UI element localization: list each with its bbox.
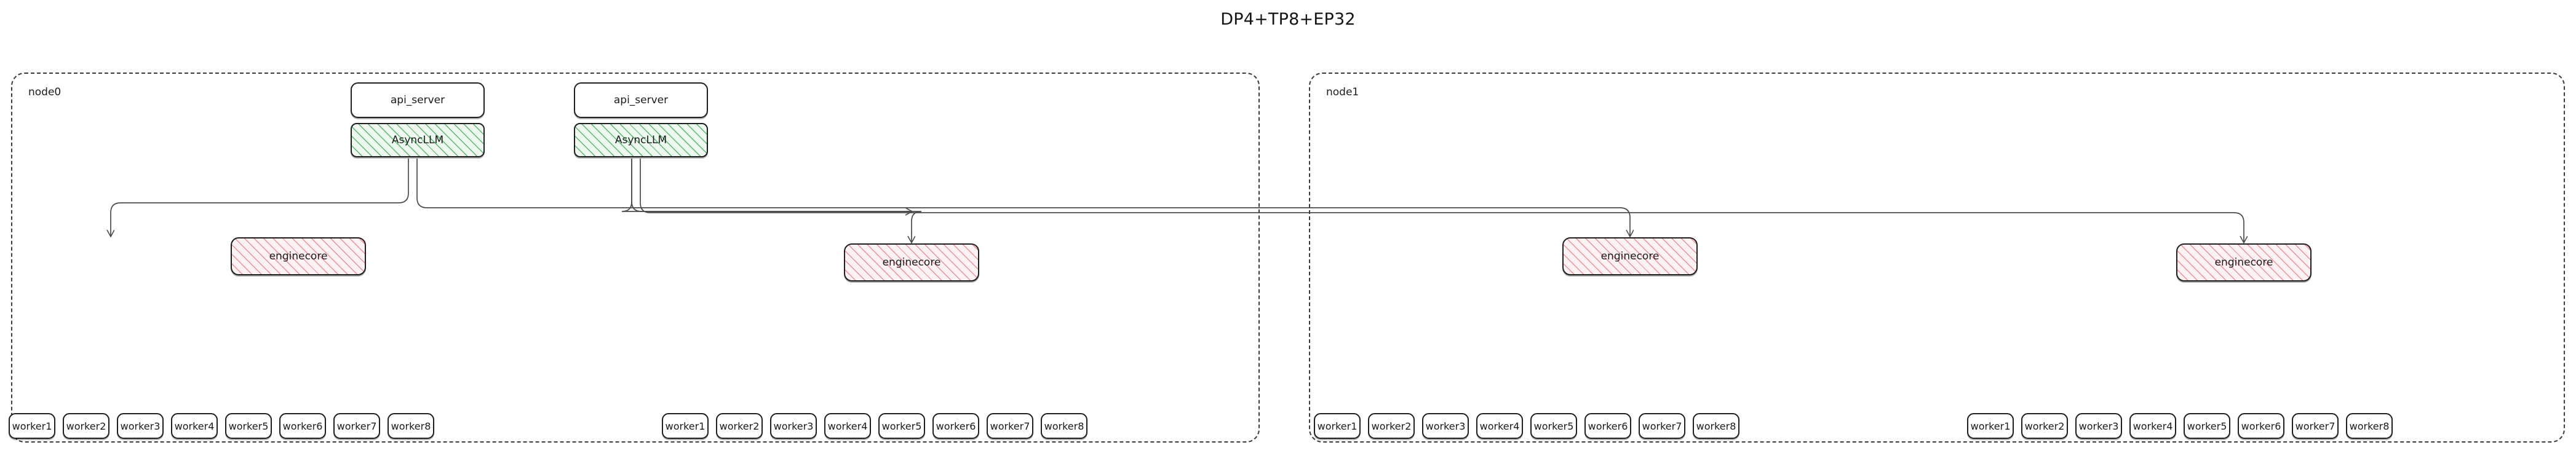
worker-0-1-label: worker2 <box>66 420 106 432</box>
worker-0-7-label: worker8 <box>391 420 431 432</box>
worker-2-7[interactable]: worker8 <box>1693 413 1739 439</box>
worker-1-6-label: worker7 <box>990 420 1030 432</box>
worker-2-4-label: worker5 <box>1533 420 1574 432</box>
worker-0-4[interactable]: worker5 <box>225 413 272 439</box>
enginecore-0-label: enginecore <box>269 250 328 262</box>
worker-2-4[interactable]: worker5 <box>1530 413 1577 439</box>
worker-3-5[interactable]: worker6 <box>2238 413 2284 439</box>
worker-2-6[interactable]: worker7 <box>1639 413 1685 439</box>
enginecore-3[interactable]: enginecore <box>2176 243 2312 282</box>
worker-2-5[interactable]: worker6 <box>1584 413 1631 439</box>
worker-0-5-label: worker6 <box>282 420 323 432</box>
worker-2-6-label: worker7 <box>1642 420 1682 432</box>
worker-0-3[interactable]: worker4 <box>171 413 218 439</box>
api-server-0-label: api_server <box>390 94 445 106</box>
async-llm-0[interactable]: AsyncLLM <box>351 123 485 157</box>
worker-0-6-label: worker7 <box>336 420 377 432</box>
worker-3-5-label: worker6 <box>2241 420 2281 432</box>
worker-2-1-label: worker2 <box>1371 420 1412 432</box>
enginecore-2[interactable]: enginecore <box>1562 237 1698 275</box>
worker-1-5[interactable]: worker6 <box>932 413 979 439</box>
diagram-title: DP4+TP8+EP32 <box>1220 10 1356 29</box>
cluster-node1 <box>1309 73 2565 443</box>
worker-0-2-label: worker3 <box>120 420 161 432</box>
worker-0-0-label: worker1 <box>12 420 52 432</box>
worker-1-7-label: worker8 <box>1044 420 1084 432</box>
worker-0-3-label: worker4 <box>174 420 215 432</box>
worker-1-5-label: worker6 <box>936 420 976 432</box>
worker-2-0-label: worker1 <box>1317 420 1358 432</box>
worker-3-0-label: worker1 <box>1970 420 2011 432</box>
worker-3-7-label: worker8 <box>2349 420 2390 432</box>
worker-0-6[interactable]: worker7 <box>333 413 380 439</box>
worker-0-5[interactable]: worker6 <box>279 413 326 439</box>
async-llm-1-label: AsyncLLM <box>614 134 667 146</box>
worker-1-2-label: worker3 <box>773 420 814 432</box>
cluster-label-node1: node1 <box>1326 86 1359 98</box>
worker-2-5-label: worker6 <box>1588 420 1628 432</box>
api-server-1-label: api_server <box>613 94 669 106</box>
worker-0-1[interactable]: worker2 <box>63 413 109 439</box>
worker-2-1[interactable]: worker2 <box>1368 413 1415 439</box>
worker-1-1[interactable]: worker2 <box>716 413 763 439</box>
worker-3-6-label: worker7 <box>2295 420 2335 432</box>
cluster-label-node0: node0 <box>28 86 62 98</box>
worker-3-2[interactable]: worker3 <box>2075 413 2122 439</box>
async-llm-1[interactable]: AsyncLLM <box>574 123 708 157</box>
worker-1-3-label: worker4 <box>827 420 868 432</box>
api-server-0[interactable]: api_server <box>351 82 485 118</box>
enginecore-2-label: enginecore <box>1600 250 1660 262</box>
worker-3-1[interactable]: worker2 <box>2021 413 2068 439</box>
async-llm-0-label: AsyncLLM <box>391 134 444 146</box>
worker-3-0[interactable]: worker1 <box>1967 413 2014 439</box>
worker-3-4-label: worker5 <box>2187 420 2227 432</box>
enginecore-1-label: enginecore <box>882 256 941 269</box>
worker-2-3-label: worker4 <box>1479 420 1520 432</box>
worker-3-3-label: worker4 <box>2133 420 2173 432</box>
worker-1-3[interactable]: worker4 <box>824 413 871 439</box>
worker-1-4-label: worker5 <box>881 420 922 432</box>
worker-0-0[interactable]: worker1 <box>9 413 55 439</box>
worker-3-1-label: worker2 <box>2024 420 2065 432</box>
api-server-1[interactable]: api_server <box>574 82 708 118</box>
enginecore-3-label: enginecore <box>2214 256 2273 269</box>
worker-1-4[interactable]: worker5 <box>878 413 925 439</box>
worker-2-3[interactable]: worker4 <box>1476 413 1523 439</box>
worker-1-6[interactable]: worker7 <box>987 413 1033 439</box>
worker-1-0[interactable]: worker1 <box>662 413 709 439</box>
worker-3-4[interactable]: worker5 <box>2184 413 2230 439</box>
cluster-node0 <box>11 73 1260 443</box>
worker-3-7[interactable]: worker8 <box>2346 413 2393 439</box>
worker-0-4-label: worker5 <box>228 420 269 432</box>
worker-2-2[interactable]: worker3 <box>1422 413 1469 439</box>
enginecore-1[interactable]: enginecore <box>844 243 979 282</box>
worker-3-6[interactable]: worker7 <box>2292 413 2339 439</box>
worker-2-7-label: worker8 <box>1696 420 1736 432</box>
worker-1-7[interactable]: worker8 <box>1041 413 1087 439</box>
worker-3-3[interactable]: worker4 <box>2129 413 2176 439</box>
worker-1-2[interactable]: worker3 <box>770 413 817 439</box>
worker-1-1-label: worker2 <box>719 420 760 432</box>
worker-2-0[interactable]: worker1 <box>1314 413 1361 439</box>
worker-0-2[interactable]: worker3 <box>117 413 164 439</box>
worker-1-0-label: worker1 <box>665 420 706 432</box>
worker-2-2-label: worker3 <box>1425 420 1466 432</box>
worker-0-7[interactable]: worker8 <box>388 413 434 439</box>
enginecore-0[interactable]: enginecore <box>231 237 366 275</box>
worker-3-2-label: worker3 <box>2078 420 2119 432</box>
